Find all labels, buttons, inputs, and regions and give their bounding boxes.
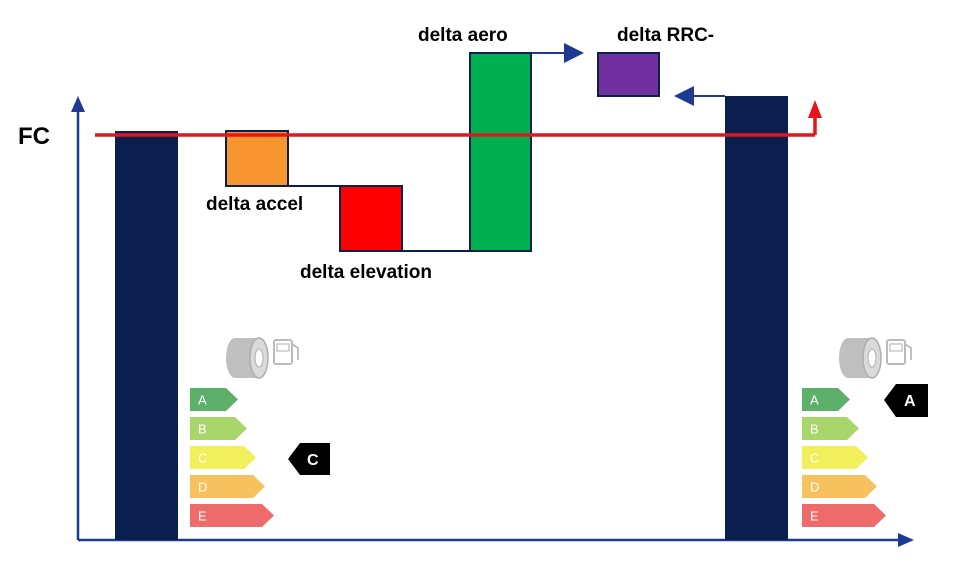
rating-badge-left: C [288,443,330,475]
rating-bar-e [802,504,886,527]
rating-letter-d: D [198,480,207,495]
reference-up-arrowhead [808,100,822,118]
baseline-fc-bar [115,131,178,540]
delta-accel-label: delta accel [206,194,303,215]
rating-bar-a [802,388,850,411]
x-axis-arrowhead [898,533,914,547]
rating-bar-d [802,475,877,498]
rating-bar-d [190,475,265,498]
rating-letter-a: A [198,393,207,408]
rating-badge-left-text: C [307,452,319,469]
delta-aero-box [469,52,532,252]
delta-elevation-box [339,185,403,252]
tire-icon [226,337,269,379]
delta-accel-box [225,130,289,187]
fc-axis-label: FC [18,123,50,150]
rating-bar-a [190,388,238,411]
tire-icon [839,337,882,379]
rating-badge-right-text: A [904,393,916,410]
delta-rrc-box [597,52,660,97]
delta-aero-label: delta aero [418,25,508,46]
rating-letter-c: C [810,451,819,466]
rating-bar-b [802,417,859,440]
y-axis-arrowhead [71,96,85,112]
rating-letter-e: E [198,509,207,524]
delta-elevation-label: delta elevation [300,262,432,283]
rating-letter-c: C [198,451,207,466]
rating-letter-b: B [198,422,207,437]
rating-letter-a: A [810,393,819,408]
rating-letter-d: D [810,480,819,495]
fuel-pump-icon [886,339,912,365]
rating-bar-b [190,417,247,440]
rating-letter-b: B [810,422,819,437]
fuel-pump-icon [273,339,299,365]
rating-bar-c [190,446,256,469]
delta-rrc-label: delta RRC- [617,25,714,46]
final-fc-bar [725,96,788,540]
rating-badge-right: A [884,384,928,417]
rating-bar-e [190,504,274,527]
rating-bar-c [802,446,868,469]
rating-letter-e: E [810,509,819,524]
